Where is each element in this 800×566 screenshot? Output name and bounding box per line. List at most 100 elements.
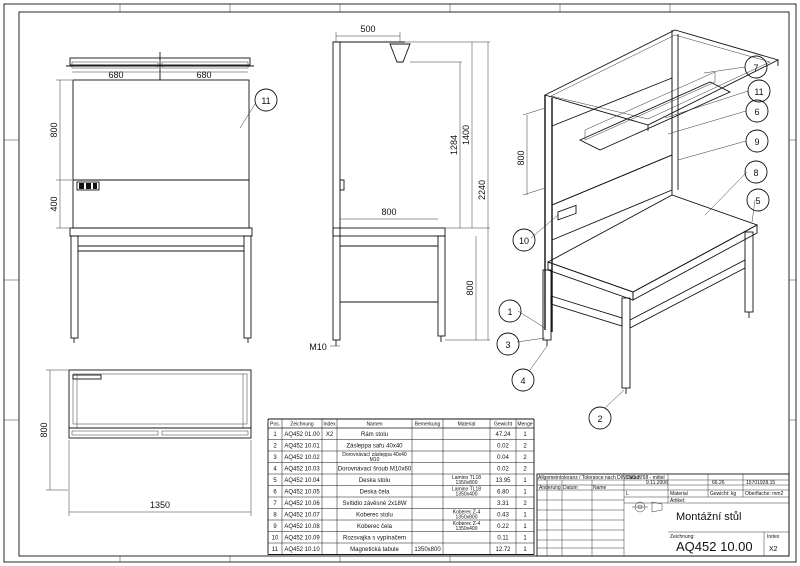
index-label: Index [767, 534, 780, 540]
dim-680-right: 680 [196, 70, 211, 80]
bom-cell: AQ452 10.06 [284, 501, 320, 507]
balloon-circle [747, 79, 771, 103]
bom-cell: AQ452 10.03 [284, 466, 320, 472]
balloon-circle [496, 332, 520, 356]
bom-cell: 0.22 [497, 524, 509, 530]
bom-header-cell: Material [458, 422, 476, 428]
balloon-circle [744, 55, 768, 79]
bom-cell: 1 [523, 524, 527, 530]
change-label: Anderung [539, 485, 561, 491]
bom-cell: AQ452 10.01 [284, 443, 320, 449]
dim-m10: M10 [309, 342, 327, 352]
dim-2240: 2240 [477, 180, 487, 200]
outer-frame [3, 3, 797, 563]
dim-1350: 1350 [150, 500, 170, 510]
drawing-title: Montážní stůl [676, 511, 741, 523]
zeichnung-label: Zeichnung: [670, 534, 695, 540]
balloon-circle [511, 368, 535, 392]
date-col-label: Datum [563, 485, 578, 491]
bom-cell: 0.02 [497, 466, 509, 472]
bom-cell: 2 [523, 455, 527, 461]
name-col-label: Name [593, 485, 607, 491]
drawing-number: AQ452 10.00 [676, 539, 753, 554]
balloon-circle [512, 228, 536, 252]
bom-header-cell: Pos. [270, 422, 280, 428]
bom-cell: 2 [523, 466, 527, 472]
bom-cell: 2 [523, 501, 527, 507]
bom-cell: AQ452 10.07 [284, 512, 320, 518]
bom-cell: Deska čela [360, 489, 390, 495]
bom-cell: AQ452 10.10 [284, 547, 320, 553]
balloons [239, 55, 771, 430]
bom-cell: 0.43 [497, 512, 509, 518]
balloon-circle [498, 299, 522, 323]
balloon-circle [254, 88, 278, 112]
bom-cell: 1 [273, 432, 277, 438]
bom-cell: X2 [326, 432, 334, 438]
title-block [536, 473, 790, 557]
bom-cell: Deska stolu [359, 478, 390, 484]
bom-cell: 11 [272, 547, 279, 553]
dim-800-depth: 800 [381, 207, 396, 217]
dim-800-leg: 800 [465, 280, 475, 295]
dim-680-left: 680 [108, 70, 123, 80]
bom-cell: Koberec čela [357, 524, 393, 530]
bom-cell: Magnetická tabule [350, 547, 399, 553]
bom-cell: 0.11 [497, 535, 509, 541]
isometric-view [516, 29, 780, 409]
front-view [56, 52, 254, 343]
bom-header-cell: Bemerkung [415, 422, 441, 428]
top-view [46, 369, 252, 516]
material-label: Material [670, 491, 688, 497]
dim-800-iso: 800 [516, 150, 526, 165]
dim-800-front: 800 [49, 122, 59, 137]
balloon-label: 5 [755, 196, 760, 206]
bom-cell: AQ452 01.00 [284, 432, 320, 438]
inner-frame [18, 11, 790, 557]
dim-1400: 1400 [461, 125, 471, 145]
balloon-circle [746, 188, 770, 212]
balloon-circle [745, 129, 769, 153]
bom-cell: 13.95 [495, 478, 511, 484]
datum-value: 9.11.2006 [646, 480, 668, 486]
balloon-label: 6 [754, 107, 759, 117]
bom-cell: Koberec stolu [356, 512, 393, 518]
bom-cell: 1350x800 [414, 547, 441, 553]
balloon-circle [588, 406, 612, 430]
bom-cell: 4 [273, 466, 277, 472]
balloon-label: 11 [754, 87, 763, 97]
bom-header-cell: Namen [366, 422, 382, 428]
bom-cell: 8 [273, 512, 277, 518]
balloon-label: 7 [753, 63, 758, 73]
bom-cell: 1 [523, 489, 527, 495]
bom-header-cell: Gewicht [494, 422, 513, 428]
balloon-label: 8 [753, 168, 758, 178]
balloon-circle [745, 99, 769, 123]
oberflache-label: Oberflache: mm2 [745, 491, 784, 497]
bom-cell: 3.31 [497, 501, 509, 507]
artikel-label: Artikel: [670, 498, 685, 504]
bom-cell: 0.04 [497, 455, 509, 461]
balloon-label: 9 [754, 137, 759, 147]
bom-cell: 3 [273, 455, 277, 461]
gewicht-label: Gewicht: kg [710, 491, 736, 497]
bom-cell: Svítidlo závěsné 2x18W [342, 501, 406, 507]
bom-cell: 0.02 [497, 443, 509, 449]
bom-grid [267, 418, 535, 555]
dim-800-top: 800 [39, 422, 49, 437]
bom-cell: AQ452 10.09 [284, 535, 320, 541]
bom-cell: 1 [523, 478, 527, 484]
dim-500: 500 [360, 24, 375, 34]
bom-header-cell: Index [323, 422, 336, 428]
bom-cell: Rozsvajka s vypínačem [343, 535, 406, 541]
bom-header-cell: Zeichnung [290, 422, 314, 428]
bom-cell: 1 [523, 512, 527, 518]
dim-1284: 1284 [449, 135, 459, 155]
bom-cell: 10 [272, 535, 279, 541]
bom-cell: 5 [273, 478, 277, 484]
bom-table: Pos. Zeichnung Index Namen Bemerkung Material… [270, 422, 533, 553]
